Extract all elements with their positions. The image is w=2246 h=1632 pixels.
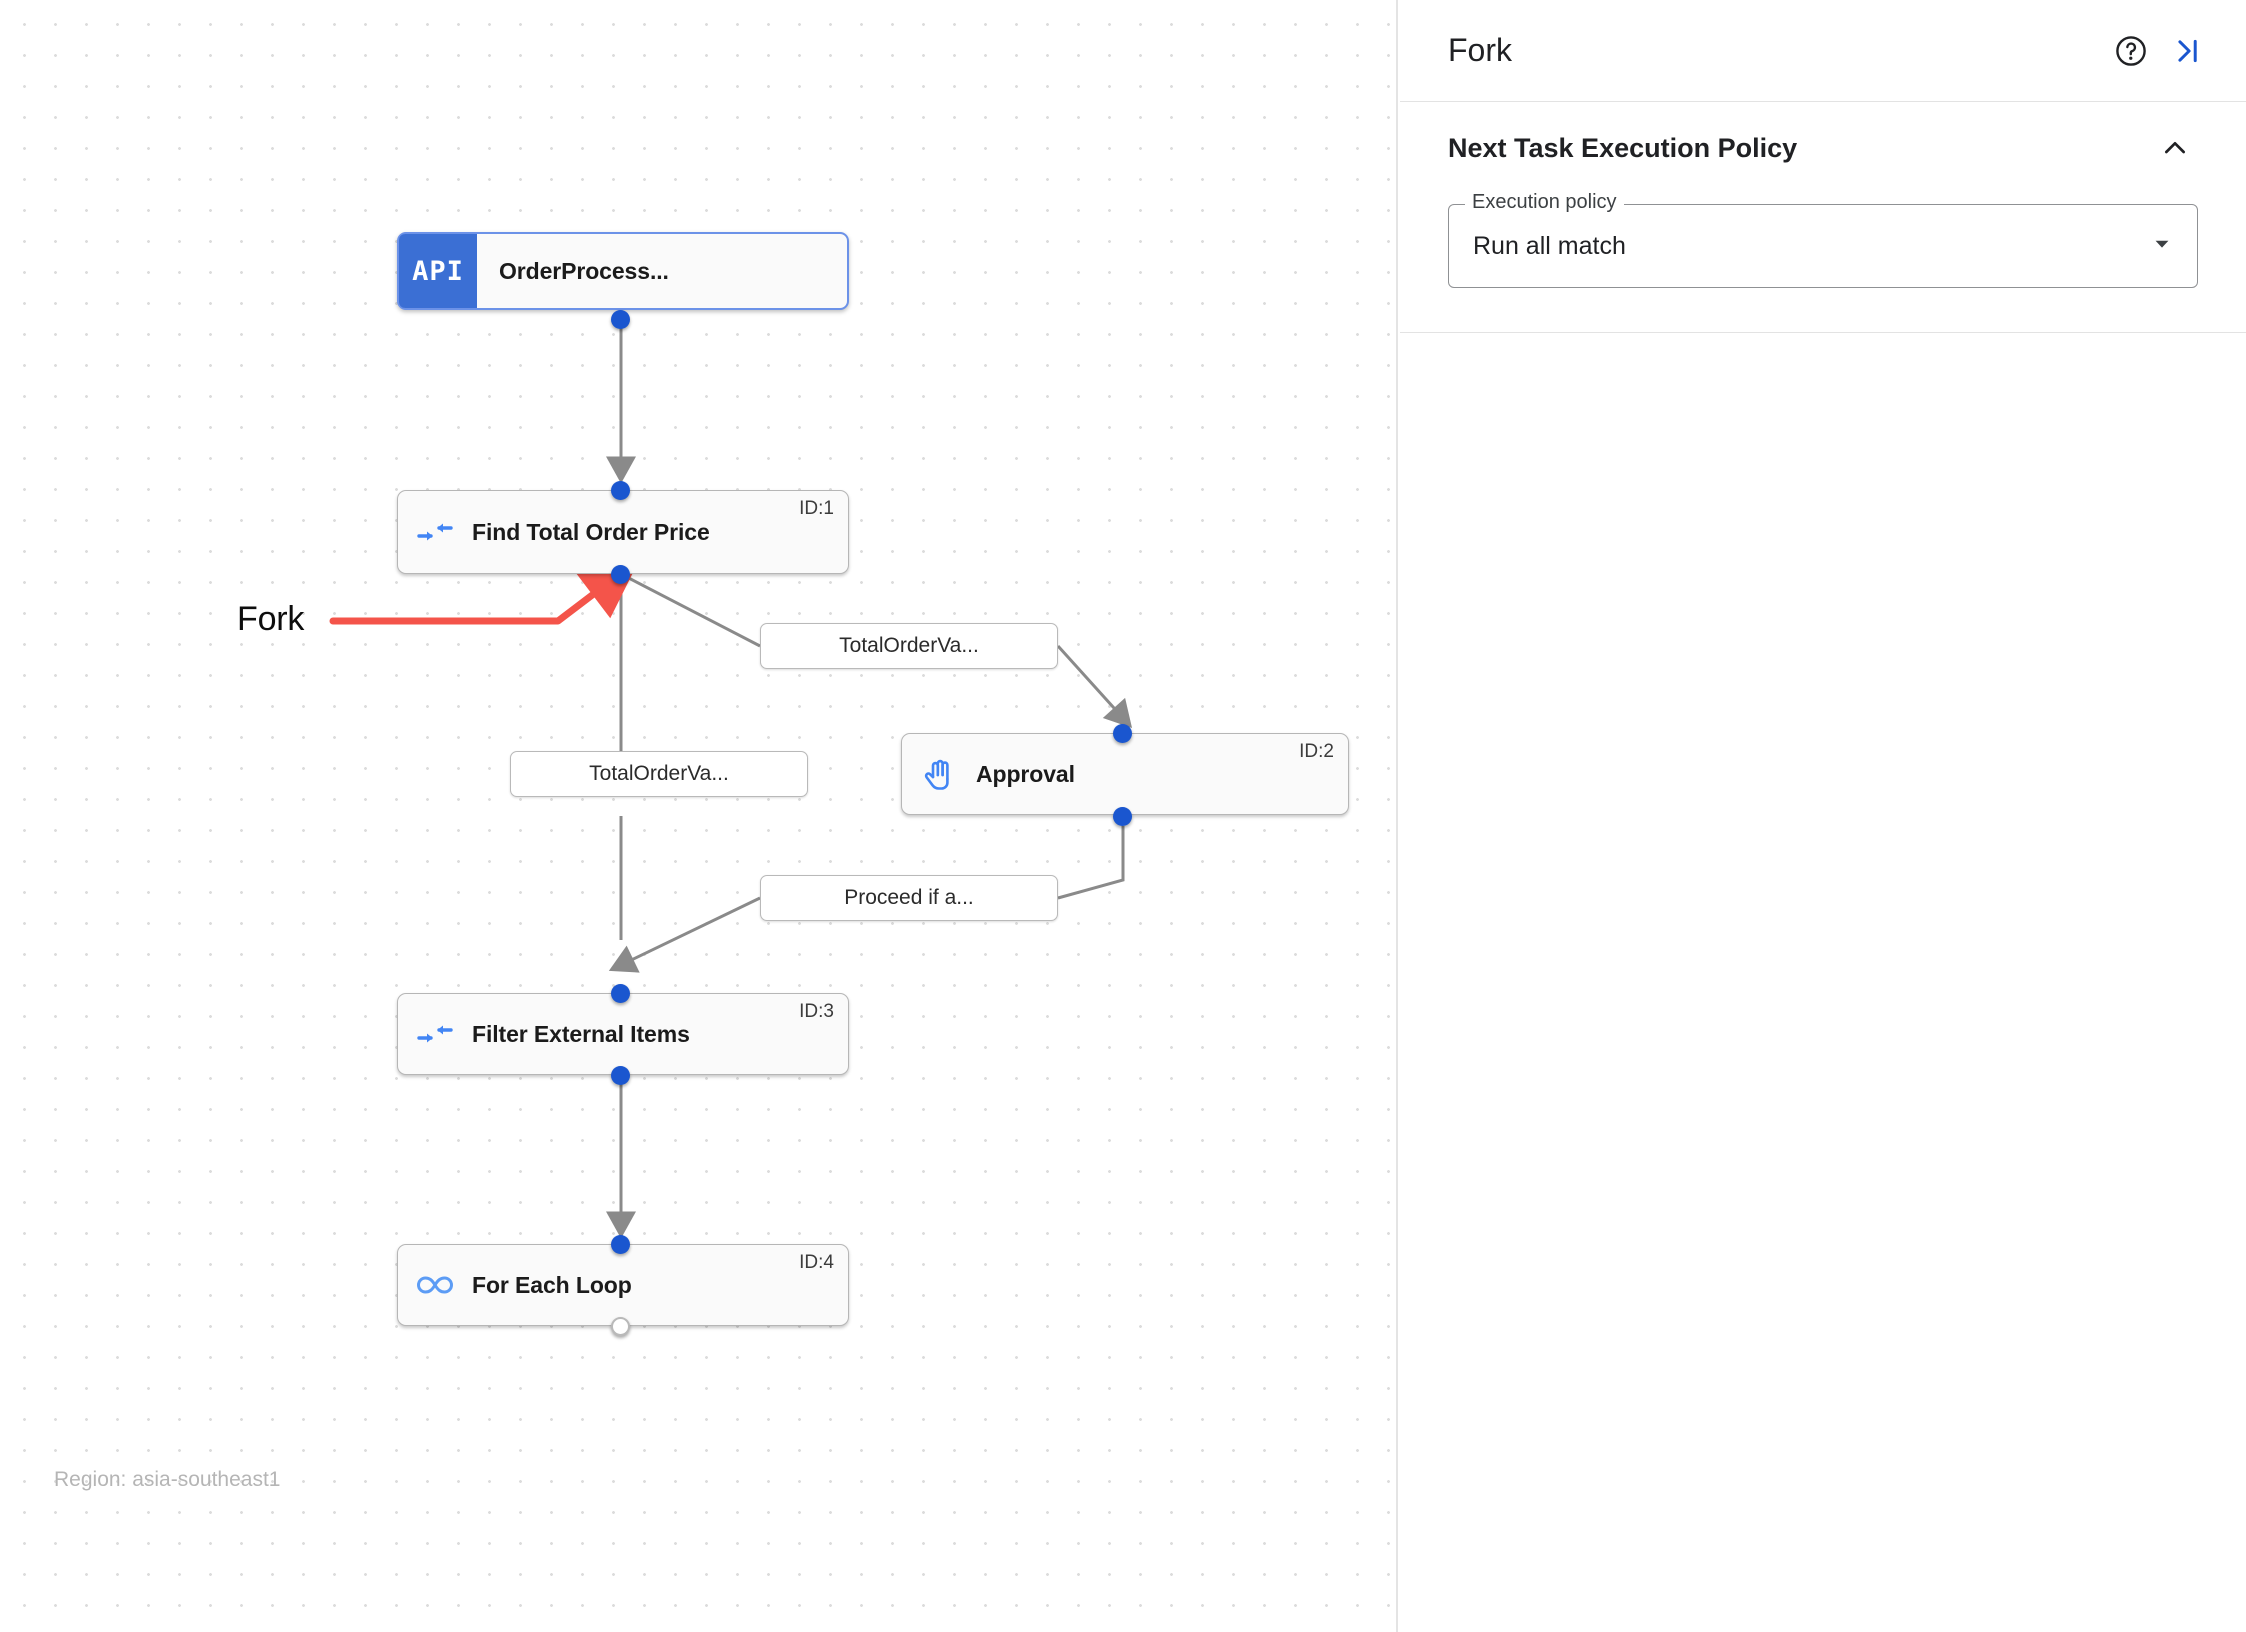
execution-policy-label: Execution policy (1465, 191, 1624, 214)
port-task4-output[interactable] (611, 1317, 630, 1336)
workflow-canvas[interactable]: API OrderProcess... Find Total Order Pri… (0, 0, 1398, 1632)
node-title: Approval (976, 760, 1075, 787)
edge-label-to-approval[interactable]: TotalOrderVa... (760, 623, 1058, 669)
region-label: Region: asia-southeast1 (54, 1468, 281, 1491)
node-title: For Each Loop (472, 1271, 632, 1298)
node-find-total-order-price[interactable]: Find Total Order Price ID:1 (397, 490, 849, 574)
infinity-icon (398, 1245, 472, 1325)
port-task1-input[interactable] (611, 481, 630, 500)
next-task-execution-policy-section: Next Task Execution Policy Execution pol… (1400, 102, 2246, 333)
execution-policy-select[interactable]: Execution policy Run all match (1448, 191, 2198, 288)
panel-header: Fork (1400, 0, 2246, 102)
section-title: Next Task Execution Policy (1448, 132, 1798, 163)
section-header[interactable]: Next Task Execution Policy (1448, 102, 2198, 194)
chevron-up-icon[interactable] (2152, 125, 2198, 171)
execution-policy-value: Run all match (1473, 231, 1626, 260)
chevron-down-icon[interactable] (2151, 233, 2173, 260)
node-order-process[interactable]: API OrderProcess... (397, 232, 849, 310)
port-task3-input[interactable] (611, 984, 630, 1003)
port-approval-output[interactable] (1113, 807, 1132, 826)
port-task4-input[interactable] (611, 1235, 630, 1254)
node-approval[interactable]: Approval ID:2 (901, 733, 1349, 815)
edge-label-direct[interactable]: TotalOrderVa... (510, 751, 808, 797)
merge-arrows-icon (398, 994, 472, 1074)
fork-annotation-label: Fork (237, 600, 305, 638)
node-filter-external-items[interactable]: Filter External Items ID:3 (397, 993, 849, 1075)
raised-hand-icon (902, 734, 976, 814)
node-title: Find Total Order Price (472, 518, 710, 545)
help-circle-icon[interactable] (2108, 28, 2154, 74)
api-badge: API (399, 234, 477, 308)
node-title: Filter External Items (472, 1020, 690, 1047)
node-id-badge: ID:3 (799, 1001, 834, 1022)
port-task3-output[interactable] (611, 1066, 630, 1085)
port-approval-input[interactable] (1113, 724, 1132, 743)
node-id-badge: ID:4 (799, 1252, 834, 1273)
node-for-each-loop[interactable]: For Each Loop ID:4 (397, 1244, 849, 1326)
node-id-badge: ID:2 (1299, 741, 1334, 762)
node-id-badge: ID:1 (799, 498, 834, 519)
edge-label-proceed[interactable]: Proceed if a... (760, 875, 1058, 921)
collapse-panel-right-icon[interactable] (2164, 28, 2210, 74)
node-title: OrderProcess... (499, 257, 669, 284)
port-task1-output-fork[interactable] (611, 565, 630, 584)
merge-arrows-icon (398, 491, 472, 573)
panel-title: Fork (1448, 32, 1512, 68)
properties-panel: Fork Next Task Execution Policy (1400, 0, 2246, 1632)
port-api-output[interactable] (611, 310, 630, 329)
